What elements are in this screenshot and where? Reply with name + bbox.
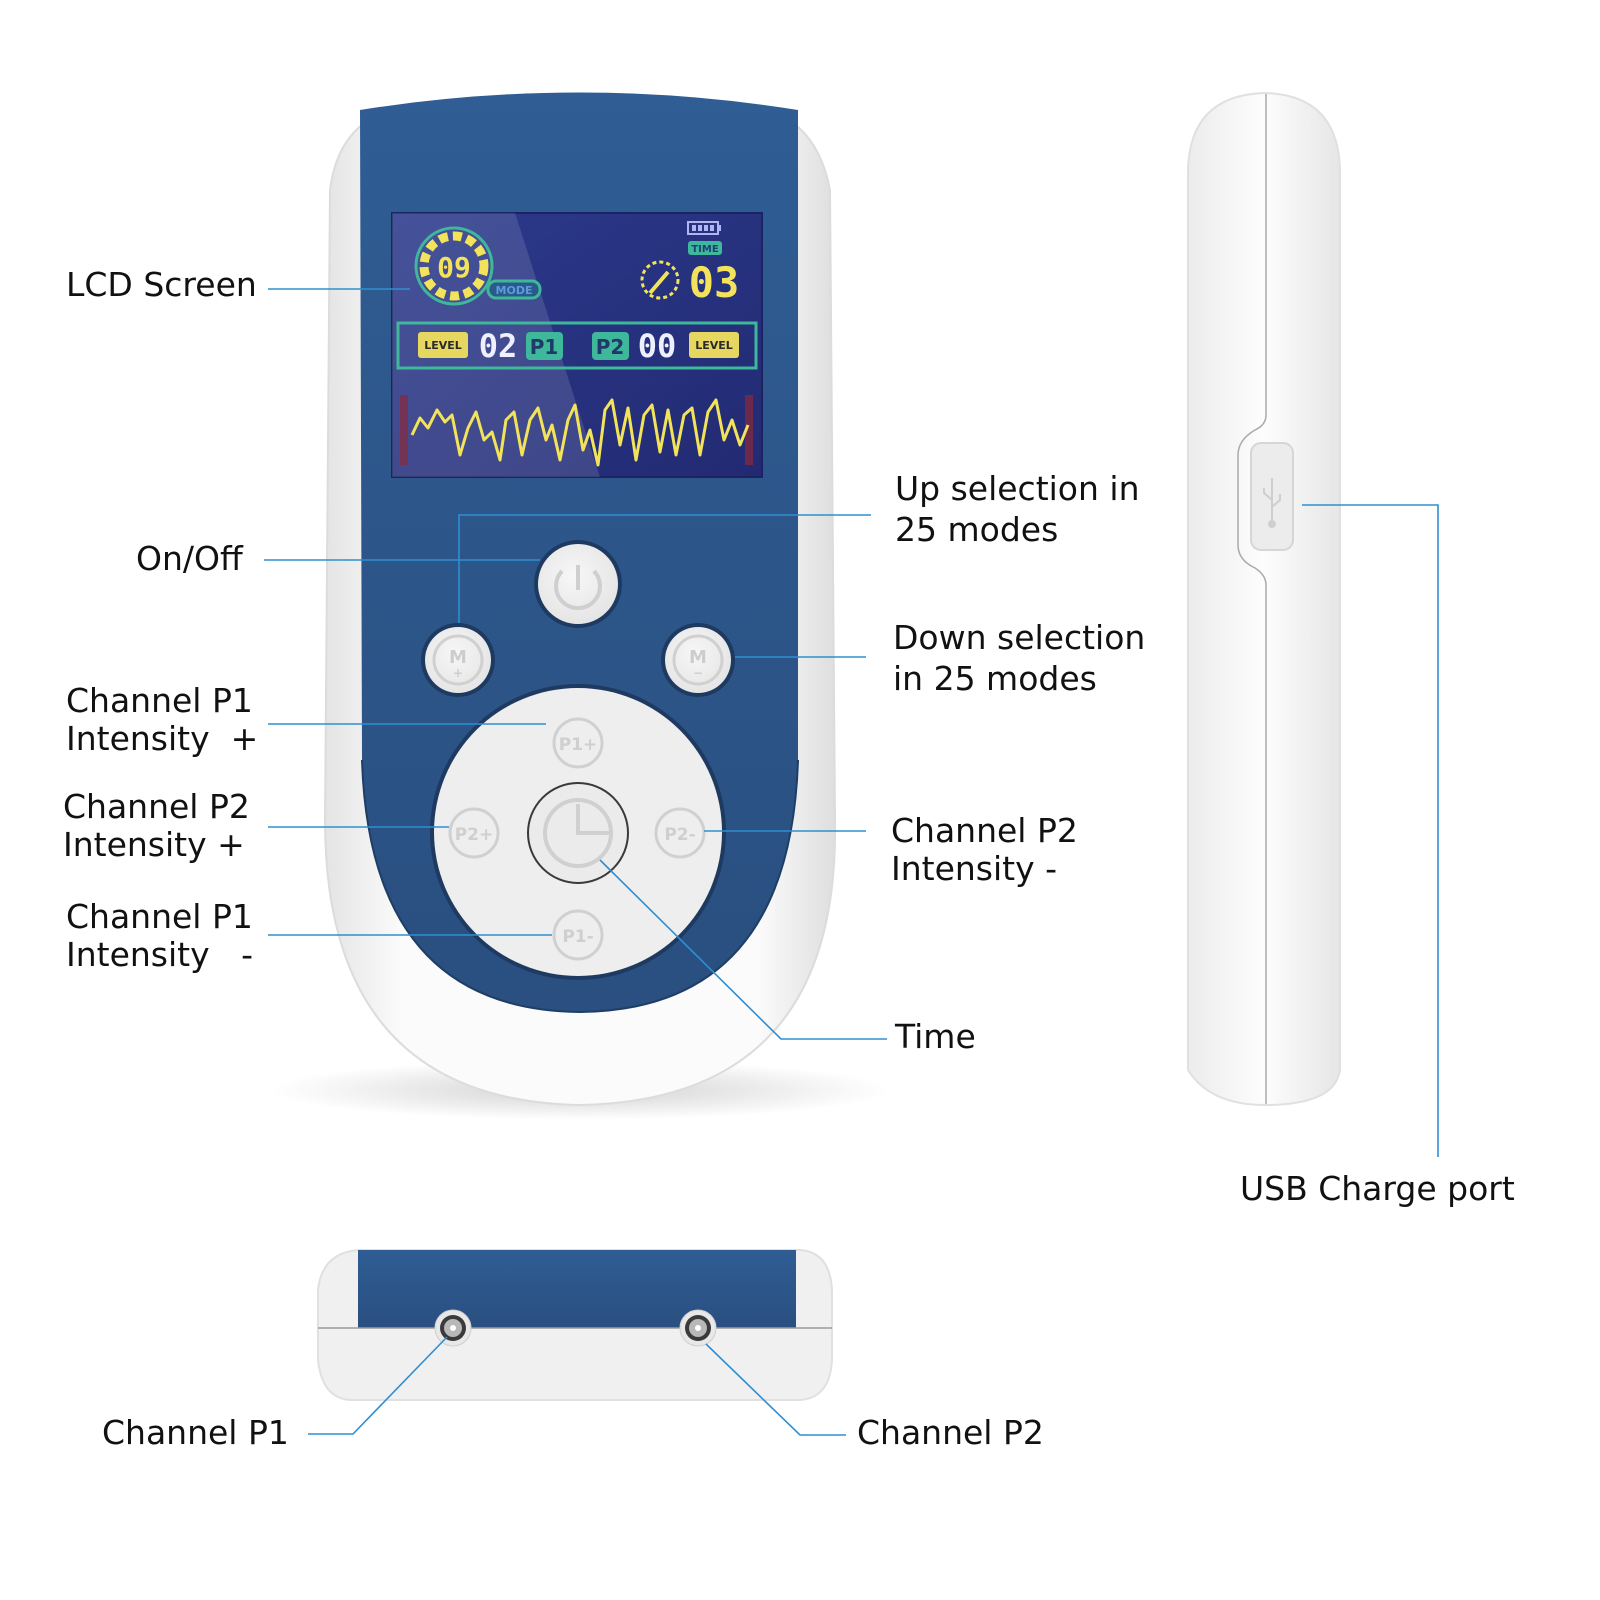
mode-label: MODE xyxy=(496,284,533,297)
callout-jack-p1: Channel P1 xyxy=(102,1413,289,1452)
callout-p1-minus-line1: Channel P1 xyxy=(66,897,253,936)
timer-dial-icon xyxy=(640,260,680,300)
callout-p2-plus: Channel P2 Intensity + xyxy=(63,788,250,864)
mode-down-glyph: M xyxy=(689,647,707,668)
channel-p1-jack[interactable] xyxy=(434,1309,472,1347)
waveform-icon xyxy=(410,398,750,467)
callout-mode-down-line1: Down selection xyxy=(893,618,1146,657)
callout-p2-plus-line1: Channel P2 xyxy=(63,787,250,826)
callout-p2-minus: Channel P2 Intensity - xyxy=(891,812,1078,888)
lcd-screen: 09 MODE TIME 03 LEVEL 02 P1 P2 00 xyxy=(391,212,763,478)
power-icon xyxy=(554,565,602,611)
mode-indicator: 09 MODE xyxy=(414,226,542,306)
callout-usb-port: USB Charge port xyxy=(1240,1169,1515,1208)
channel-p2-jack[interactable] xyxy=(679,1309,717,1347)
device-side-view xyxy=(1187,91,1341,1107)
callout-mode-up-line1: Up selection in xyxy=(895,469,1140,508)
p1-minus-button[interactable]: P1- xyxy=(552,909,604,961)
callout-p1-minus: Channel P1 Intensity - xyxy=(66,898,253,974)
p1-level-value: 02 xyxy=(479,327,518,365)
p1-tag: P1 xyxy=(530,335,559,359)
callout-p1-minus-line2: Intensity - xyxy=(66,935,254,974)
callout-mode-up: Up selection in 25 modes xyxy=(895,468,1140,550)
callout-time: Time xyxy=(895,1017,976,1056)
mode-up-glyph: M xyxy=(449,647,467,668)
device-bottom-view xyxy=(317,1249,833,1401)
mode-value: 09 xyxy=(437,251,471,284)
battery-full-icon xyxy=(687,221,721,235)
mode-up-button[interactable]: M + xyxy=(421,623,495,697)
usb-icon xyxy=(1263,478,1281,528)
callout-p2-plus-line2: Intensity + xyxy=(63,825,245,864)
callout-jack-p2: Channel P2 xyxy=(857,1413,1044,1452)
p2-level-value: 00 xyxy=(638,327,677,365)
callout-mode-down: Down selection in 25 modes xyxy=(893,617,1145,699)
mode-down-sub: − xyxy=(693,666,703,680)
callout-p1-plus: Channel P1 Intensity + xyxy=(66,682,258,758)
p2-plus-button[interactable]: P2+ xyxy=(448,807,500,859)
callout-p1-plus-line1: Channel P1 xyxy=(66,681,253,720)
time-value: 03 xyxy=(689,258,740,307)
timer-button[interactable] xyxy=(527,782,629,884)
leader-lines xyxy=(264,288,1439,1436)
callout-on-off: On/Off xyxy=(136,539,243,578)
mode-up-sub: + xyxy=(453,666,463,680)
mode-down-button[interactable]: M − xyxy=(661,623,735,697)
p1-plus-label: P1+ xyxy=(559,735,598,755)
p1-plus-button[interactable]: P1+ xyxy=(552,717,604,769)
power-button[interactable] xyxy=(534,540,622,628)
p2-minus-label: P2- xyxy=(664,825,695,845)
p2-minus-button[interactable]: P2- xyxy=(654,807,706,859)
p2-level-label: LEVEL xyxy=(695,339,733,352)
clock-icon xyxy=(543,798,613,868)
callout-p2-minus-line2: Intensity - xyxy=(891,849,1058,888)
p1-level-label: LEVEL xyxy=(424,339,462,352)
callout-p2-minus-line1: Channel P2 xyxy=(891,811,1078,850)
usb-charge-port[interactable] xyxy=(1250,442,1294,551)
callout-lcd-screen: LCD Screen xyxy=(66,265,257,304)
callout-mode-down-line2: in 25 modes xyxy=(893,659,1097,698)
callout-mode-up-line2: 25 modes xyxy=(895,510,1059,549)
time-label: TIME xyxy=(691,244,718,255)
p2-tag: P2 xyxy=(596,335,625,359)
p2-plus-label: P2+ xyxy=(455,825,494,845)
callout-p1-plus-line2: Intensity + xyxy=(66,719,259,758)
p1-minus-label: P1- xyxy=(562,927,593,947)
